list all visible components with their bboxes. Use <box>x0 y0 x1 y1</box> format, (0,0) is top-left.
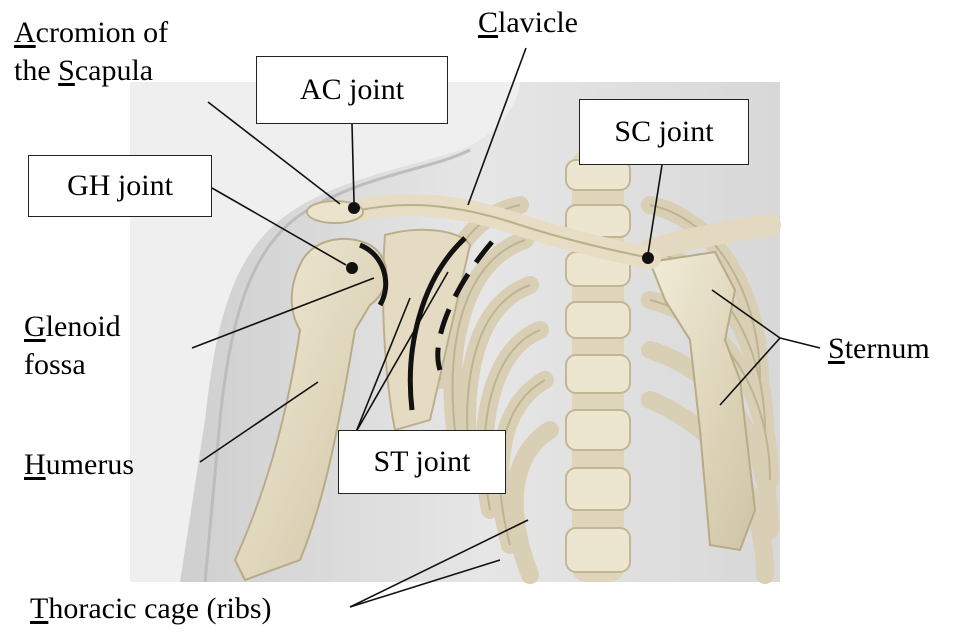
gh-joint-box: GH joint <box>28 155 212 217</box>
sternum-label: Sternum <box>828 330 930 368</box>
spine <box>566 150 630 582</box>
sc-joint-box: SC joint <box>579 99 749 165</box>
glenoid-label-rest: lenoid <box>46 310 121 343</box>
st-joint-box: ST joint <box>338 430 506 494</box>
humerus-label: Humerus <box>24 446 134 484</box>
humerus-label-rest: umerus <box>46 448 134 481</box>
acromion-label-line2-pre: the <box>14 54 58 87</box>
glenoid-label: Glenoid fossa <box>24 308 121 384</box>
ac-joint-dot <box>348 202 360 214</box>
acromion-label-rest: cromion of <box>36 16 168 49</box>
sternum-label-rest: ternum <box>845 332 930 365</box>
acromion-label: Acromion of the Scapula <box>14 14 168 90</box>
acromion-label-initial: A <box>14 16 36 49</box>
humerus-label-initial: H <box>24 448 46 481</box>
acromion-label-line2-rest: capula <box>75 54 153 87</box>
clavicle-label: Clavicle <box>478 4 578 42</box>
thoracic-label-initial: T <box>30 592 48 625</box>
thoracic-cage-label: Thoracic cage (ribs) <box>30 590 272 628</box>
clavicle-label-rest: lavicle <box>498 6 578 39</box>
ac-joint-box: AC joint <box>256 56 448 124</box>
sternum-label-initial: S <box>828 332 845 365</box>
thoracic-label-rest: horacic cage (ribs) <box>48 592 271 625</box>
acromion-label-line2-initial: S <box>58 54 75 87</box>
glenoid-label-initial: G <box>24 310 46 343</box>
glenoid-label-line2: fossa <box>24 348 86 381</box>
clavicle-label-initial: C <box>478 6 498 39</box>
